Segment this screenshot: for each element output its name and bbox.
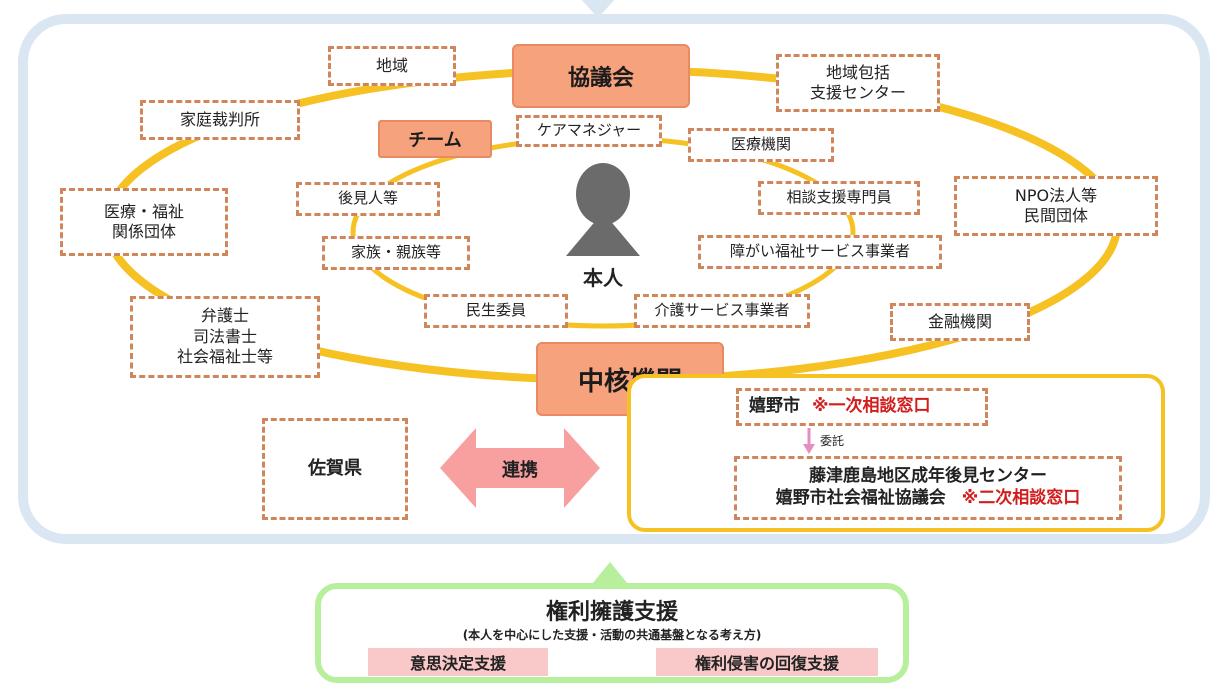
- medical-institution-box: 医療機関: [688, 128, 834, 162]
- medical-welfare-box: 医療・福祉 関係団体: [60, 188, 228, 256]
- advocacy-subtitle: (本人を中心にした支援・活動の共通基盤となる考え方): [462, 628, 762, 642]
- person-label: 本人: [583, 266, 623, 290]
- welfare-commissioner-box: 民生委員: [424, 294, 568, 328]
- top-notch: [580, 0, 616, 18]
- community-support-center-box: 地域包括 支援センター: [776, 54, 940, 112]
- legal-professionals-box: 弁護士 司法書士 社会福祉士等: [130, 296, 320, 378]
- person-body-shape: [566, 212, 640, 256]
- ureshino-city-name: 嬉野市: [749, 396, 800, 417]
- care-service-box: 介護サービス事業者: [634, 294, 810, 328]
- care-manager-box: ケアマネジャー: [516, 115, 662, 147]
- saga-box: 佐賀県: [262, 418, 408, 520]
- social-welfare-council-name: 嬉野市社会福祉協議会: [775, 488, 946, 508]
- advocacy-title: 権利擁護支援: [545, 600, 678, 625]
- team-label: チーム: [378, 120, 492, 158]
- family-court-box: 家庭裁判所: [140, 100, 300, 140]
- financial-box: 金融機関: [890, 303, 1030, 341]
- region-box: 地域: [328, 46, 456, 86]
- recovery-support-box: 権利侵害の回復支援: [656, 648, 878, 676]
- cooperation-arrow-icon: [440, 428, 600, 508]
- commission-arrow-icon: [803, 428, 815, 454]
- counseling-specialist-box: 相談支援専門員: [758, 181, 920, 215]
- cooperation-label: 連携: [502, 460, 538, 481]
- family-box: 家族・親族等: [322, 236, 470, 270]
- guardianship-center-box: 藤津鹿島地区成年後見センター 嬉野市社会福祉協議会 ※二次相談窓口: [734, 456, 1122, 520]
- primary-consultation-note: ※一次相談窓口: [812, 396, 931, 417]
- guardian-box: 後見人等: [296, 182, 440, 216]
- disability-service-box: 障がい福祉サービス事業者: [698, 235, 942, 269]
- social-welfare-council-line: 嬉野市社会福祉協議会 ※二次相談窓口: [776, 488, 1080, 510]
- council-label: 協議会: [512, 44, 690, 108]
- npo-box: NPO法人等 民間団体: [954, 176, 1158, 236]
- decision-support-box: 意思決定支援: [368, 648, 548, 676]
- ureshino-city-box: 嬉野市 ※一次相談窓口: [736, 388, 988, 426]
- bottom-notch: [592, 562, 628, 584]
- secondary-consultation-note: ※二次相談窓口: [961, 488, 1081, 508]
- commission-label: 委託: [820, 434, 845, 448]
- guardianship-center-name: 藤津鹿島地区成年後見センター: [809, 466, 1047, 487]
